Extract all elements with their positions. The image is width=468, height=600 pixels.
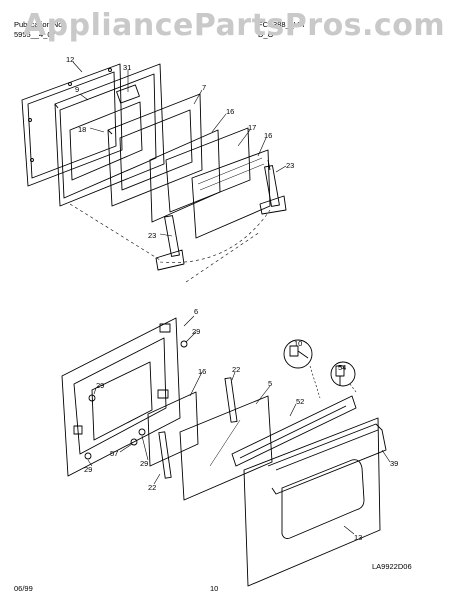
callout-16-upper-b: 16 (264, 131, 272, 140)
callout-31: 31 (123, 63, 131, 72)
callout-52: 52 (296, 397, 304, 406)
callout-5: 5 (268, 379, 272, 388)
model-number: FCS388__VH (258, 20, 305, 29)
leader-lines-upper (72, 61, 287, 237)
callout-16-upper-a: 16 (226, 107, 234, 116)
callout-22-lower: 22 (148, 483, 156, 492)
small-screws (84, 340, 188, 460)
leader-lines-lower (87, 315, 391, 535)
publication-label: Publication No. (14, 20, 65, 29)
door-trim (231, 395, 357, 467)
footer-date: 06/99 (14, 584, 33, 593)
hinge-left (155, 215, 185, 271)
callout-7: 7 (202, 83, 206, 92)
footer-page-number: 10 (210, 584, 219, 593)
callout-12: 12 (66, 55, 74, 64)
outer-door-panel (243, 417, 381, 587)
callout-23-right: 23 (286, 161, 294, 170)
door-handle (267, 423, 387, 495)
screw-details (283, 339, 357, 399)
callout-29-bottom: 29 (84, 465, 92, 474)
callout-18: 18 (78, 125, 86, 134)
callout-29-top: 29 (192, 327, 200, 336)
callout-17: 17 (248, 123, 256, 132)
lower-inner-panel (61, 317, 181, 477)
inner-glass (179, 395, 273, 501)
glass-panes (149, 127, 271, 239)
hinge-right (259, 159, 287, 215)
callout-39: 39 (390, 459, 398, 468)
reference-lines (69, 203, 271, 283)
inner-door-panel (54, 63, 165, 207)
publication-number: 5995__4_07 (14, 30, 56, 39)
section-label: D_O (258, 30, 274, 39)
callout-23-left: 23 (148, 231, 156, 240)
callout-13: 13 (354, 533, 362, 542)
diagram-code: LA9922D06 (372, 562, 412, 571)
lower-glass (147, 391, 199, 467)
door-gasket (21, 63, 123, 187)
callout-6: 6 (194, 307, 198, 316)
window-frame (107, 93, 203, 207)
callout-54: 54 (338, 363, 346, 372)
callout-29-left: 29 (96, 381, 104, 390)
callout-29-mid: 29 (140, 459, 148, 468)
callout-9: 9 (75, 85, 79, 94)
side-channel (158, 377, 238, 479)
callout-57: 57 (110, 449, 118, 458)
callout-10: 10 (294, 339, 302, 348)
callout-22-upper: 22 (232, 365, 240, 374)
callout-16-lower: 16 (198, 367, 206, 376)
